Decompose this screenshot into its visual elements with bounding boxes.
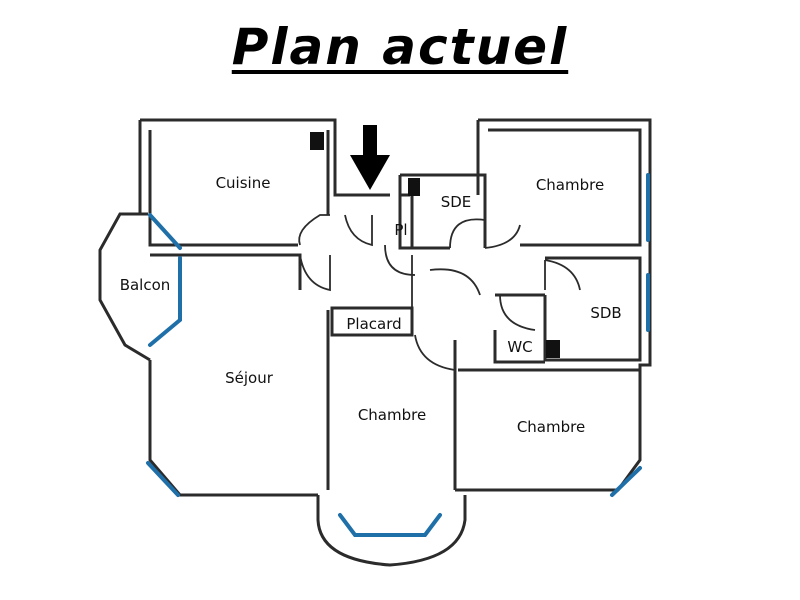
wall: [488, 128, 642, 247]
room-label-sde: SDE: [441, 193, 472, 211]
door-swing: [484, 224, 521, 249]
door-swing: [499, 294, 536, 331]
window: [148, 213, 182, 250]
window: [338, 513, 442, 537]
door-swing: [544, 259, 581, 291]
wall: [493, 293, 545, 364]
entrance-arrow-icon: [350, 125, 390, 190]
balcon-wall: [98, 212, 151, 362]
wall: [330, 306, 414, 337]
plan-title: Plan actuel: [231, 18, 569, 76]
door-swing: [384, 244, 416, 308]
window: [148, 256, 182, 347]
duct: [408, 178, 420, 196]
room-label-balcon: Balcon: [120, 276, 171, 294]
door-swing: [299, 254, 331, 292]
door-swing: [449, 218, 486, 249]
wall: [543, 256, 642, 362]
room-label-wc: WC: [507, 338, 532, 356]
room-label-chambre-center: Chambre: [358, 406, 426, 424]
room-label-chambre-top: Chambre: [536, 176, 604, 194]
wall: [148, 130, 330, 247]
duct: [546, 340, 560, 358]
room-label-chambre-right: Chambre: [517, 418, 585, 436]
room-label-placard: Placard: [346, 315, 401, 333]
window: [146, 461, 180, 497]
duct: [310, 132, 324, 150]
room-label-cuisine: Cuisine: [216, 174, 271, 192]
wall: [453, 340, 640, 490]
outer-wall: [148, 360, 318, 497]
door-swing: [429, 268, 481, 296]
wall: [316, 495, 467, 567]
room-label-sejour: Séjour: [225, 369, 274, 387]
window: [610, 466, 642, 497]
door-swing: [344, 214, 373, 247]
door-swing: [414, 334, 456, 371]
wall: [398, 173, 487, 250]
room-label-pl: Pl: [394, 221, 407, 239]
door-swing: [298, 214, 330, 246]
room-label-sdb: SDB: [590, 304, 621, 322]
